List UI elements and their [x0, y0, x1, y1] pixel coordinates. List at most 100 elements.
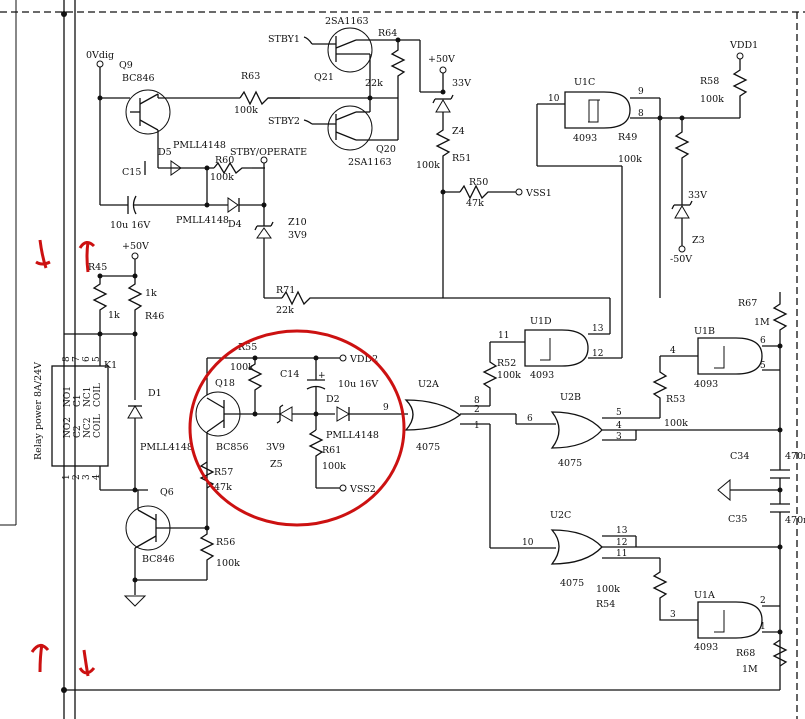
plus50v-label-top: +50V [428, 54, 455, 65]
svg-text:9: 9 [383, 403, 389, 413]
svg-text:100k: 100k [216, 558, 240, 569]
u1c-gate: 10 9 8 U1C 4093 R49 100k [536, 77, 663, 298]
svg-text:R56: R56 [216, 537, 235, 548]
svg-text:C14: C14 [280, 369, 299, 380]
svg-text:Q9: Q9 [119, 60, 133, 71]
svg-text:+: + [318, 371, 326, 381]
svg-text:33V: 33V [688, 190, 707, 201]
svg-text:3: 3 [82, 474, 92, 480]
svg-text:1k: 1k [108, 310, 120, 321]
svg-text:2SA1163: 2SA1163 [325, 16, 369, 27]
svg-text:R71: R71 [276, 285, 295, 296]
svg-text:Z10: Z10 [288, 217, 307, 228]
svg-text:COIL: COIL [93, 383, 103, 407]
svg-text:100k: 100k [234, 105, 258, 116]
vss1-label: VSS1 [525, 188, 552, 199]
arrow-down-bottom-right [78, 649, 96, 677]
svg-text:13: 13 [592, 324, 604, 334]
svg-text:1: 1 [474, 421, 480, 431]
svg-text:100k: 100k [700, 94, 724, 105]
vdd1-circuit: VDD1 R58 100k 33V Z3 -50V [660, 40, 758, 265]
q21-transistor [327, 27, 373, 73]
highlight-circle [188, 329, 406, 527]
svg-text:3V9: 3V9 [266, 442, 285, 453]
svg-text:100k: 100k [618, 154, 642, 165]
svg-text:PMLL4148: PMLL4148 [326, 430, 379, 441]
svg-text:100k: 100k [230, 362, 254, 373]
svg-text:11: 11 [616, 549, 627, 559]
svg-text:U2C: U2C [550, 510, 571, 521]
svg-text:BC856: BC856 [216, 442, 249, 453]
vdd2-label: VDD2 [349, 354, 378, 365]
svg-text:100k: 100k [416, 160, 440, 171]
svg-text:8: 8 [638, 109, 644, 119]
svg-text:Q20: Q20 [376, 144, 396, 155]
svg-text:NC2: NC2 [83, 418, 93, 439]
svg-text:R53: R53 [666, 394, 685, 405]
svg-text:U1C: U1C [574, 77, 595, 88]
svg-text:5: 5 [760, 361, 766, 371]
svg-text:BC846: BC846 [122, 73, 155, 84]
svg-text:100k: 100k [596, 584, 620, 595]
svg-text:2SA1163: 2SA1163 [348, 157, 392, 168]
svg-text:100k: 100k [497, 370, 521, 381]
svg-text:470n: 470n [785, 515, 805, 526]
svg-text:2: 2 [474, 405, 480, 415]
svg-text:Z3: Z3 [692, 235, 705, 246]
minus50v-label: -50V [670, 254, 692, 265]
svg-text:C1: C1 [73, 394, 83, 407]
svg-text:1k: 1k [145, 288, 157, 299]
u2a-gate: U2A 4075 8 2 1 R52 100k [404, 341, 556, 549]
svg-text:R45: R45 [88, 262, 107, 273]
svg-text:2: 2 [760, 596, 766, 606]
svg-text:3: 3 [616, 432, 622, 442]
svg-text:33V: 33V [452, 78, 471, 89]
svg-text:1M: 1M [742, 664, 758, 675]
svg-text:R52: R52 [497, 358, 516, 369]
svg-text:10: 10 [522, 538, 534, 548]
svg-text:Q21: Q21 [314, 72, 334, 83]
svg-text:R67: R67 [738, 298, 757, 309]
svg-text:PMLL4148: PMLL4148 [176, 215, 229, 226]
svg-text:4075: 4075 [416, 442, 440, 453]
relay-body [51, 365, 109, 467]
svg-text:100k: 100k [664, 418, 688, 429]
svg-text:13: 13 [616, 526, 628, 536]
svg-text:NO2: NO2 [63, 417, 73, 438]
svg-text:11: 11 [498, 331, 509, 341]
svg-text:6: 6 [527, 414, 533, 424]
ovdig-label: 0Vdig [86, 50, 114, 61]
svg-text:4075: 4075 [560, 578, 584, 589]
svg-text:7: 7 [72, 356, 82, 362]
q9-transistor [125, 89, 171, 135]
svg-text:R68: R68 [736, 648, 755, 659]
svg-text:4093: 4093 [694, 642, 718, 653]
annotations [30, 239, 406, 677]
svg-text:12: 12 [616, 538, 627, 548]
stby2-label: STBY2 [268, 116, 300, 127]
arrow-up-bottom-left [30, 643, 50, 673]
svg-text:47k: 47k [214, 482, 232, 493]
svg-text:Z4: Z4 [452, 126, 465, 137]
svg-text:3V9: 3V9 [288, 230, 307, 241]
svg-text:9: 9 [638, 87, 644, 97]
svg-text:22k: 22k [365, 78, 383, 89]
svg-text:12: 12 [592, 349, 603, 359]
arrow-down-top-left [35, 239, 51, 269]
svg-text:4: 4 [92, 474, 102, 480]
svg-text:U1B: U1B [694, 326, 715, 337]
svg-text:5: 5 [92, 356, 102, 362]
arrow-up-top-right [78, 241, 96, 273]
svg-text:D1: D1 [148, 388, 162, 399]
svg-text:10: 10 [548, 94, 560, 104]
vdd1-label: VDD1 [729, 40, 758, 51]
c34-c35: C34 470n C35 470n [717, 451, 805, 690]
svg-text:1M: 1M [754, 317, 770, 328]
svg-text:8: 8 [474, 396, 480, 406]
svg-text:470n: 470n [785, 451, 805, 462]
svg-text:1: 1 [760, 622, 766, 632]
svg-text:C35: C35 [728, 514, 747, 525]
stby1-label: STBY1 [268, 34, 300, 45]
